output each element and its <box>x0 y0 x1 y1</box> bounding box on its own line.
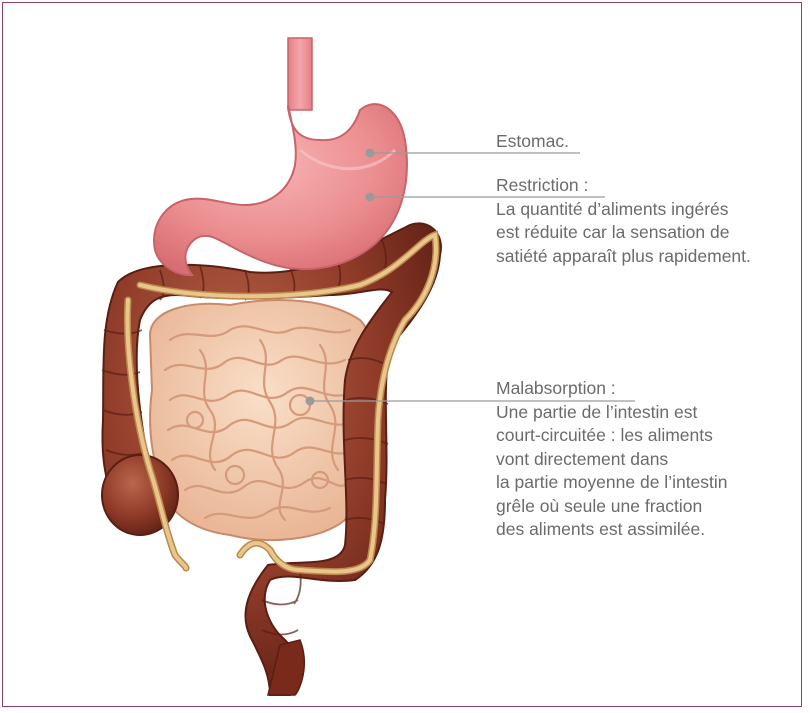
label-malabsorption-title: Malabsorption : <box>496 377 728 401</box>
label-restriction-title: Restriction : <box>496 174 751 198</box>
label-restriction-desc: La quantité d’aliments ingérés est rédui… <box>496 198 751 269</box>
label-estomac: Estomac. <box>496 130 569 154</box>
label-malabsorption: Malabsorption : Une partie de l’intestin… <box>496 377 728 542</box>
small-intestine <box>150 300 375 540</box>
label-estomac-title: Estomac. <box>496 130 569 154</box>
restriction-pin <box>366 193 375 202</box>
label-malabsorption-desc: Une partie de l’intestin est court-circu… <box>496 401 728 542</box>
estomac-pin <box>366 149 375 158</box>
label-restriction: Restriction : La quantité d’aliments ing… <box>496 174 751 268</box>
malabsorption-pin <box>306 397 315 406</box>
